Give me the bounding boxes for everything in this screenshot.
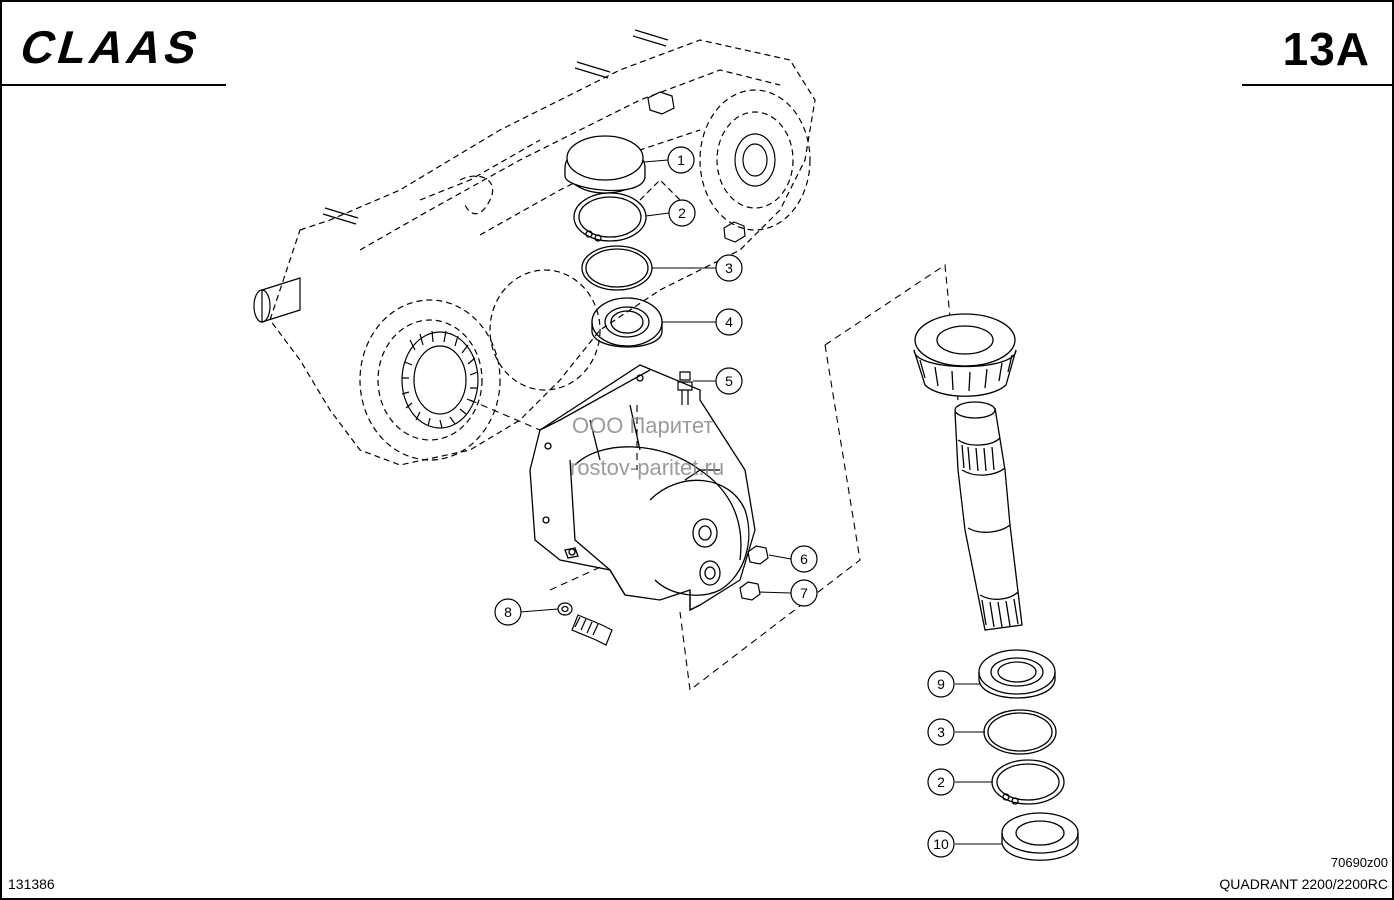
angle-gearbox: [529, 364, 756, 612]
bevel-gear: [913, 313, 1017, 397]
svg-text:6: 6: [800, 551, 808, 567]
svg-text:3: 3: [937, 724, 945, 740]
callout-5: 5: [715, 367, 743, 395]
shaft-seal: [1001, 812, 1079, 861]
callout-3: 3: [715, 254, 743, 282]
document-number: 131386: [8, 876, 55, 892]
ball-bearing-lower: [978, 649, 1056, 699]
callout-6: 6: [790, 545, 818, 573]
breather-valve: [677, 371, 693, 405]
model-name: QUADRANT 2200/2200RC: [1219, 876, 1388, 892]
claas-logo: CLAAS: [15, 22, 208, 73]
ball-bearing: [591, 297, 663, 348]
o-ring: [581, 245, 653, 291]
svg-text:4: 4: [725, 314, 733, 330]
bolt-and-washer: [557, 602, 613, 646]
callout-10: 10: [927, 830, 955, 858]
callout-9: 9: [927, 670, 955, 698]
callout-3-lower: 3: [927, 718, 955, 746]
svg-text:10: 10: [933, 836, 949, 852]
svg-text:2: 2: [678, 205, 686, 221]
svg-text:3: 3: [725, 260, 733, 276]
hex-plugs: [739, 545, 769, 601]
svg-text:CLAAS: CLAAS: [15, 22, 208, 73]
callout-2: 2: [668, 199, 696, 227]
watermark-company: ООО Паритет: [572, 413, 714, 438]
leader-lines: [519, 159, 1002, 845]
svg-text:5: 5: [725, 373, 733, 389]
callout-1: 1: [667, 146, 695, 174]
svg-text:2: 2: [937, 774, 945, 790]
gearbox-solid-details: [253, 29, 776, 429]
page-code: 13A: [1282, 23, 1370, 75]
svg-text:1: 1: [677, 152, 685, 168]
o-ring-lower: [983, 709, 1057, 755]
drawing-code: 70690z00: [1330, 855, 1388, 870]
callout-8: 8: [494, 598, 522, 626]
circlip-lower: [991, 759, 1065, 805]
callout-4: 4: [715, 308, 743, 336]
circlip: [573, 192, 647, 242]
svg-text:7: 7: [800, 585, 808, 601]
callout-7: 7: [790, 579, 818, 607]
svg-text:8: 8: [504, 604, 512, 620]
svg-text:9: 9: [937, 676, 945, 692]
cover-cap: [564, 135, 646, 194]
splined-shaft: [954, 401, 1023, 631]
callout-2-lower: 2: [927, 768, 955, 796]
watermark-site: rostov-paritet.ru: [570, 455, 725, 480]
gearbox-housing: [269, 39, 816, 466]
